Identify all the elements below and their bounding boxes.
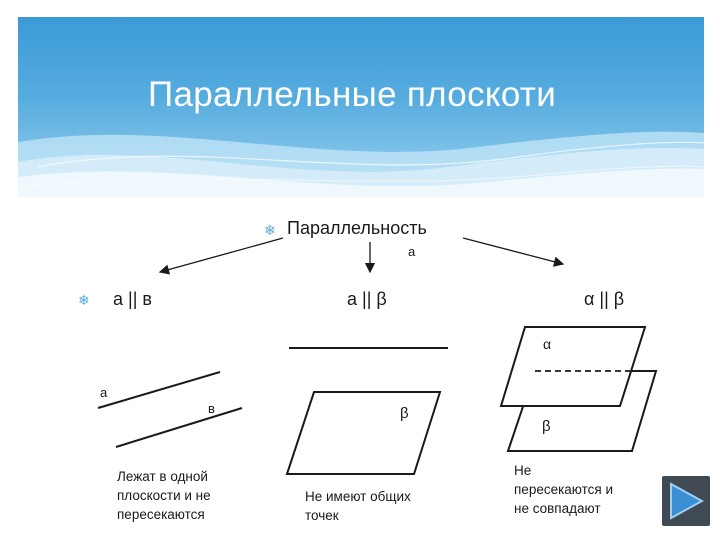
caption-line: пересекаются и <box>514 482 614 497</box>
caption-line: Не имеют общих <box>305 489 411 504</box>
wave-decoration <box>18 131 704 197</box>
caption-line: точек <box>305 508 339 523</box>
caption-line-line: Лежат в одной плоскости и не пересекаютс… <box>117 467 211 524</box>
plane-beta-label: β <box>400 405 409 422</box>
center-bullet-sublabel: а <box>408 244 416 259</box>
caption-line-plane: Не имеют общих точек <box>305 487 411 525</box>
caption-line: плоскости и не <box>117 488 211 503</box>
heading-plane-plane: α || β <box>584 289 625 309</box>
line-a-label: а <box>100 385 108 400</box>
heading-line-line: а || в <box>113 289 152 309</box>
slide-title: Параллельные плоскоти <box>148 75 557 114</box>
plane-beta-bottom-label: β <box>542 418 551 435</box>
plane-beta <box>285 391 442 475</box>
heading-line-plane: а || β <box>347 289 387 309</box>
caption-line: пересекаются <box>117 507 205 522</box>
plane-alpha-label: α <box>543 336 552 352</box>
line-b <box>115 407 243 448</box>
snowflake-bullet-icon: ❄ <box>78 292 90 308</box>
caption-line: Лежат в одной <box>117 469 208 484</box>
arrow-right <box>462 237 565 267</box>
line-b-label: в <box>208 401 215 416</box>
caption-line: Не <box>514 463 532 478</box>
next-slide-button[interactable] <box>662 476 710 526</box>
header-banner: Параллельные плоскоти <box>18 17 704 197</box>
caption-line: не совпадают <box>514 501 601 516</box>
snowflake-bullet-icon: ❄ <box>264 222 276 238</box>
plane-top <box>499 326 647 407</box>
arrow-left <box>158 237 284 275</box>
line-a <box>97 371 221 409</box>
center-bullet-label: Параллельность <box>287 218 427 238</box>
next-slide-icon <box>670 482 705 520</box>
caption-plane-plane: Не пересекаются и не совпадают <box>514 461 613 518</box>
